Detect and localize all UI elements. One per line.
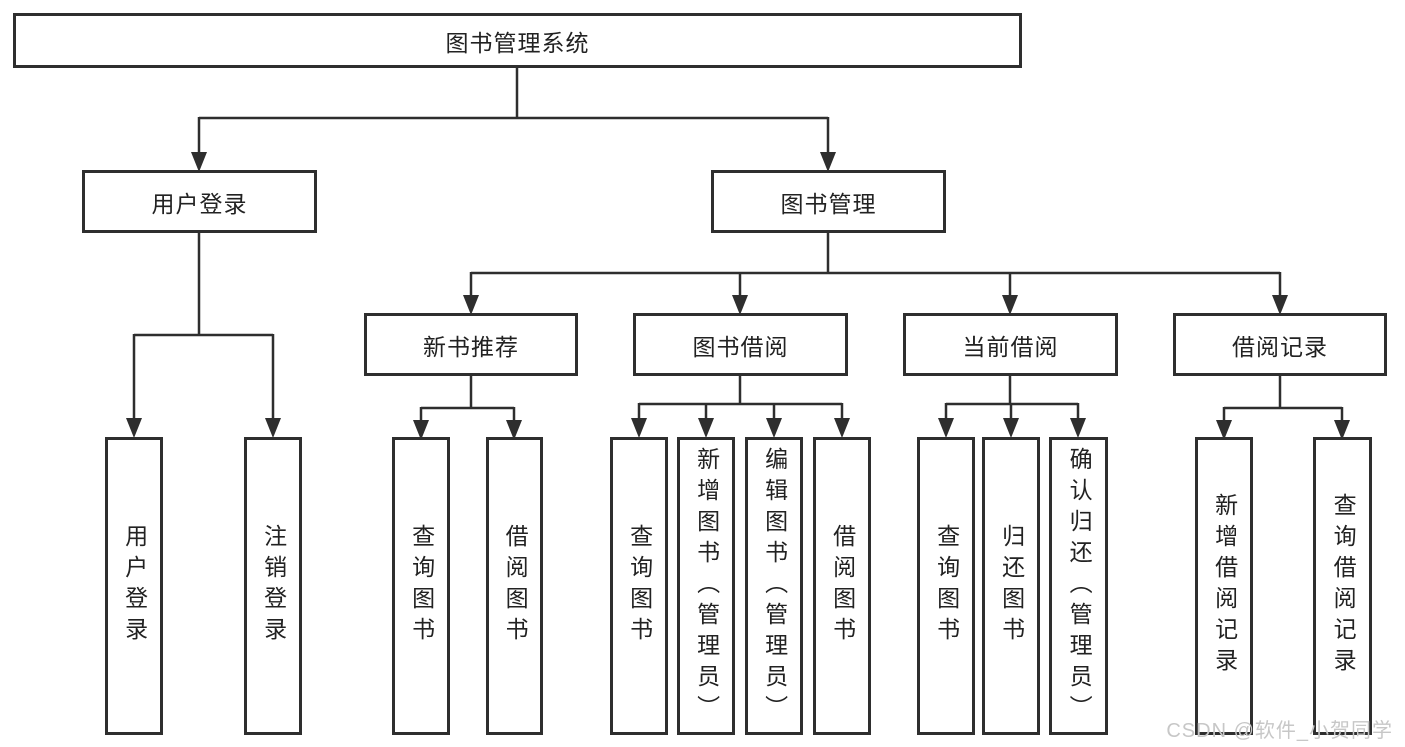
csdn-watermark: CSDN @软件_小贺同学 [1166,720,1393,742]
leaf-borrow-books-borrowing: 借阅图书 [813,437,871,735]
node-root-label: 图书管理系统 [445,29,590,56]
leaf-query-books-recommend: 查询图书 [392,437,450,735]
connector-user-login-branch [126,233,281,438]
leaf-logout: 注销登录 [244,437,302,735]
node-user-login-group-label: 用户登录 [151,190,248,217]
leaf-query-books-borrowing: 查询图书 [610,437,668,735]
node-new-book-recommend-label: 新书推荐 [423,333,519,360]
leaf-user-login-label: 用户登录 [121,524,148,648]
leaf-add-book-admin: 新增图书（管理员） [677,437,735,735]
leaf-confirm-return-admin-label: 确认归还（管理员） [1066,446,1093,726]
leaf-edit-book-admin-label: 编辑图书（管理员） [761,446,788,726]
leaf-borrow-books-recommend-label: 借阅图书 [502,524,529,648]
leaf-user-login: 用户登录 [105,437,163,735]
connector-current-borrow-branch [938,376,1086,438]
leaf-query-books-current-label: 查询图书 [933,524,960,648]
node-book-borrowing: 图书借阅 [633,313,848,376]
leaf-borrow-books-recommend: 借阅图书 [486,437,543,735]
node-book-management-label: 图书管理 [780,190,877,217]
leaf-edit-book-admin: 编辑图书（管理员） [745,437,803,735]
node-new-book-recommend: 新书推荐 [364,313,578,376]
node-borrow-records-label: 借阅记录 [1232,333,1328,360]
connector-book-borrow-branch [631,376,850,438]
leaf-logout-label: 注销登录 [260,524,287,648]
leaf-return-books-label: 归还图书 [998,524,1025,648]
leaf-add-borrow-record: 新增借阅记录 [1195,437,1253,735]
node-book-borrowing-label: 图书借阅 [692,333,789,360]
leaf-query-borrow-record: 查询借阅记录 [1313,437,1372,735]
node-current-borrowing: 当前借阅 [903,313,1118,376]
node-book-management: 图书管理 [711,170,946,233]
connector-root-to-level2 [191,68,836,172]
node-borrow-records: 借阅记录 [1173,313,1387,376]
leaf-query-borrow-record-label: 查询借阅记录 [1330,493,1357,679]
connector-new-book-branch [413,376,522,440]
node-root-system: 图书管理系统 [13,13,1022,68]
leaf-borrow-books-borrowing-label: 借阅图书 [829,524,856,648]
leaf-confirm-return-admin: 确认归还（管理员） [1049,437,1108,735]
connector-book-mgmt-to-level3 [463,233,1288,315]
leaf-query-books-recommend-label: 查询图书 [408,524,435,648]
node-current-borrowing-label: 当前借阅 [962,333,1059,360]
leaf-add-borrow-record-label: 新增借阅记录 [1211,493,1238,679]
leaf-query-books-current: 查询图书 [917,437,975,735]
leaf-add-book-admin-label: 新增图书（管理员） [693,446,720,726]
connector-borrow-records-branch [1216,376,1350,440]
leaf-query-books-borrowing-label: 查询图书 [626,524,653,648]
leaf-return-books: 归还图书 [982,437,1040,735]
node-user-login-group: 用户登录 [82,170,317,233]
